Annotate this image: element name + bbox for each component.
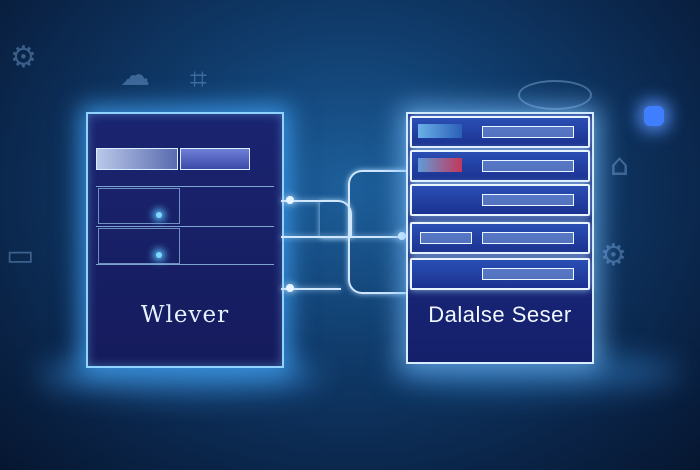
monitor-icon: ▭ bbox=[6, 238, 35, 273]
right-server-slot-thumb bbox=[418, 124, 462, 138]
left-server-header-block bbox=[96, 148, 178, 170]
cable-node bbox=[286, 284, 294, 292]
right-server-slot bbox=[410, 116, 590, 148]
cable-node bbox=[398, 232, 406, 240]
cable bbox=[281, 236, 405, 238]
cable bbox=[281, 288, 341, 290]
gear-icon: ⚙ bbox=[10, 40, 37, 75]
right-server[interactable]: Dalalse Seser bbox=[406, 112, 594, 364]
right-server-slot-thumb bbox=[418, 158, 462, 172]
right-server-slot-bar bbox=[482, 160, 574, 172]
lock-icon: ⌂ bbox=[610, 148, 630, 183]
left-server-divider bbox=[96, 264, 274, 265]
right-server-slot bbox=[410, 184, 590, 216]
car-icon: ⚙ bbox=[600, 238, 627, 273]
right-server-slot bbox=[410, 150, 590, 182]
cable bbox=[281, 200, 321, 202]
cable-node bbox=[286, 196, 294, 204]
right-server-slot-bar bbox=[482, 232, 574, 244]
left-server-light bbox=[156, 212, 162, 218]
right-server-slot-bar bbox=[482, 268, 574, 280]
cable bbox=[348, 170, 408, 294]
left-server-light bbox=[156, 252, 162, 258]
left-server-divider bbox=[96, 226, 274, 227]
right-server-slot bbox=[410, 258, 590, 290]
cable bbox=[320, 200, 352, 238]
left-server[interactable]: Wlever bbox=[86, 112, 284, 368]
right-server-slot-bar bbox=[482, 194, 574, 206]
right-server-label: Dalalse Seser bbox=[428, 302, 572, 327]
left-server-slot bbox=[98, 188, 180, 224]
right-server-slot-bar bbox=[482, 126, 574, 138]
left-server-divider bbox=[96, 186, 274, 187]
right-server-slot-bar bbox=[420, 232, 472, 244]
cloud-icon: ☁ bbox=[120, 58, 150, 93]
camera-icon: ⌗ bbox=[190, 62, 207, 97]
left-server-label: Wlever bbox=[140, 302, 230, 328]
left-server-header-bar bbox=[180, 148, 250, 170]
status-dot-icon bbox=[644, 106, 664, 126]
disk-ring-icon bbox=[518, 80, 592, 110]
right-server-slot bbox=[410, 222, 590, 254]
left-server-slot bbox=[98, 228, 180, 264]
